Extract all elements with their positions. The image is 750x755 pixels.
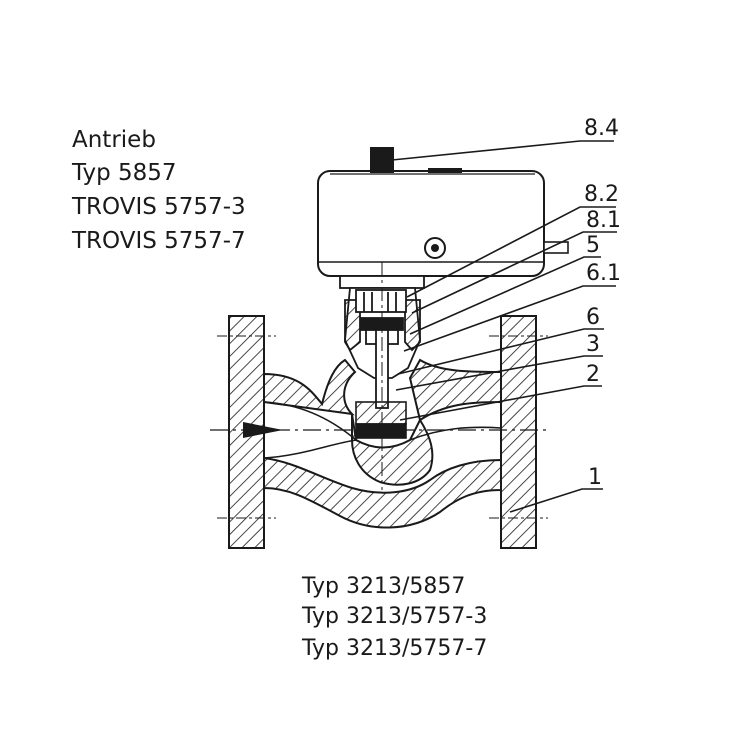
callout-label: 2 <box>586 362 600 387</box>
callout-label: 5 <box>586 233 600 258</box>
callout-label: 1 <box>588 465 602 490</box>
actuator-title-line: Typ 5857 <box>71 160 177 186</box>
flow-direction-arrow-icon <box>243 422 283 438</box>
leader-8.1 <box>411 231 617 314</box>
flow-axis <box>210 422 550 438</box>
callout-label: 8.1 <box>586 208 621 233</box>
leader-8.4 <box>391 140 614 161</box>
callout-leaders <box>391 140 617 513</box>
bonnet-assembly <box>344 262 421 490</box>
caption-line: Typ 3213/5757-3 <box>301 604 487 629</box>
callout-label: 8.2 <box>584 182 619 207</box>
actuator-housing <box>317 147 569 289</box>
callout-label: 8.4 <box>584 116 619 141</box>
leader-8.2 <box>406 206 616 298</box>
callout-label: 3 <box>586 332 600 357</box>
callout-label: 6.1 <box>586 261 621 286</box>
caption-line: Typ 3213/5857 <box>301 574 465 599</box>
actuator-title-line: Antrieb <box>72 127 156 153</box>
valve-plug <box>355 401 407 439</box>
actuator-title-line: TROVIS 5757-3 <box>71 194 246 220</box>
actuator-title-line: TROVIS 5757-7 <box>71 228 246 254</box>
manual-override-knob-icon <box>424 237 446 259</box>
leader-6.1 <box>403 285 616 352</box>
electrical-connector <box>370 147 394 173</box>
callout-labels: 8.4 8.2 8.1 5 6.1 6 3 2 1 <box>584 116 621 490</box>
leader-2 <box>399 385 602 421</box>
valve-type-caption: Typ 3213/5857 Typ 3213/5757-3 Typ 3213/5… <box>301 574 487 661</box>
actuator-body <box>317 170 545 277</box>
caption-line: Typ 3213/5757-7 <box>301 636 487 661</box>
callout-label: 6 <box>586 305 600 330</box>
actuator-title: Antrieb Typ 5857 TROVIS 5757-3 TROVIS 57… <box>71 127 246 254</box>
leader-3 <box>395 355 603 391</box>
leader-6 <box>397 328 604 375</box>
leader-5 <box>409 256 601 335</box>
leader-1 <box>509 488 603 513</box>
